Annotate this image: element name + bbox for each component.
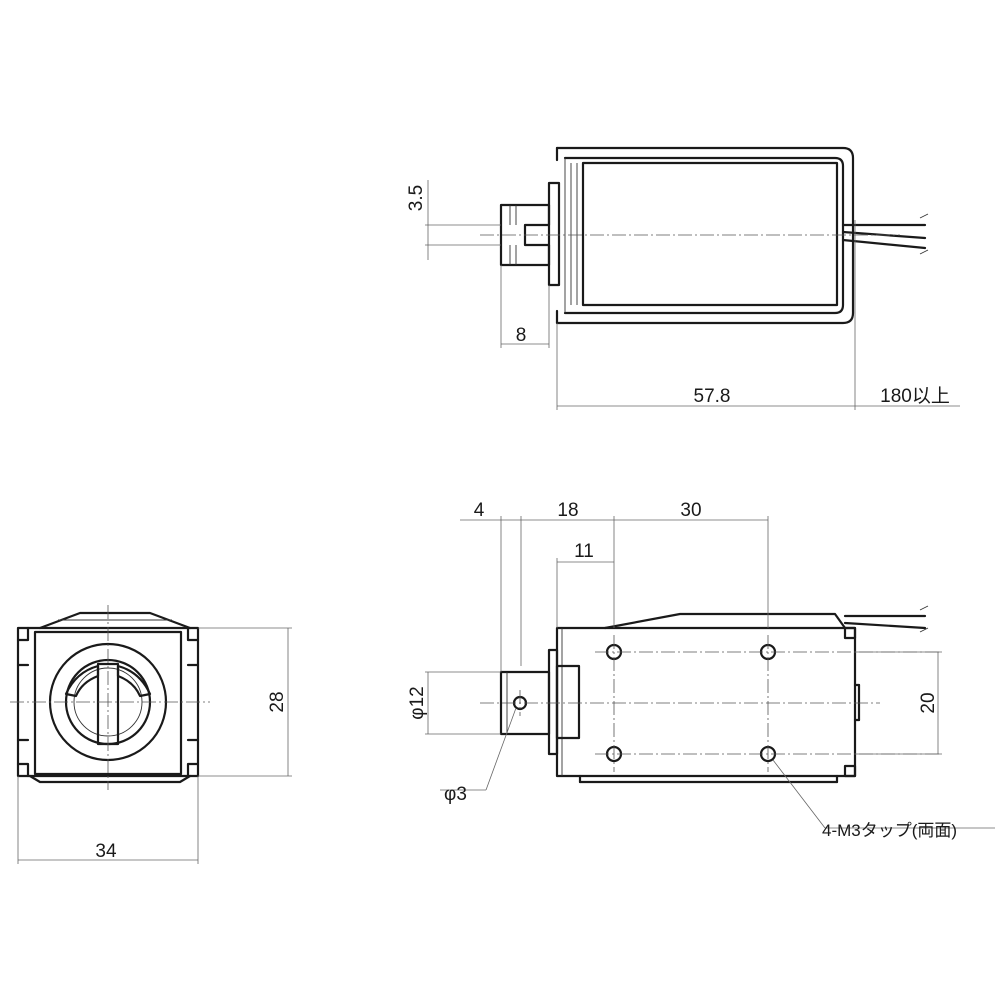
dim-lead-length: 180以上 — [880, 385, 950, 407]
front-view: 28 34 — [10, 605, 292, 864]
dim-terminal-length: 8 — [516, 325, 527, 346]
dim-plunger-protrusion: 4 — [474, 500, 485, 521]
dim-flange-to-hole: 11 — [574, 541, 594, 562]
note-tapped-holes: 4-M3タップ(両面) — [822, 821, 957, 840]
top-view: 3.5 8 57.8 180以上 — [406, 146, 960, 410]
dim-plunger-to-hole: 18 — [557, 500, 578, 521]
dim-front-height: 28 — [267, 691, 288, 712]
dim-body-length: 57.8 — [694, 386, 731, 407]
dim-hole-pitch: 30 — [680, 500, 701, 521]
dim-terminal-height: 3.5 — [406, 185, 427, 211]
dim-plunger-diameter: φ12 — [407, 686, 428, 719]
dim-hole-vertical-pitch: 20 — [918, 692, 939, 713]
dim-front-width: 34 — [95, 841, 117, 862]
side-view: 4 18 30 11 φ12 φ3 20 4-M3タップ(両面) — [407, 500, 995, 840]
dim-pin-hole-diameter: φ3 — [444, 784, 467, 805]
